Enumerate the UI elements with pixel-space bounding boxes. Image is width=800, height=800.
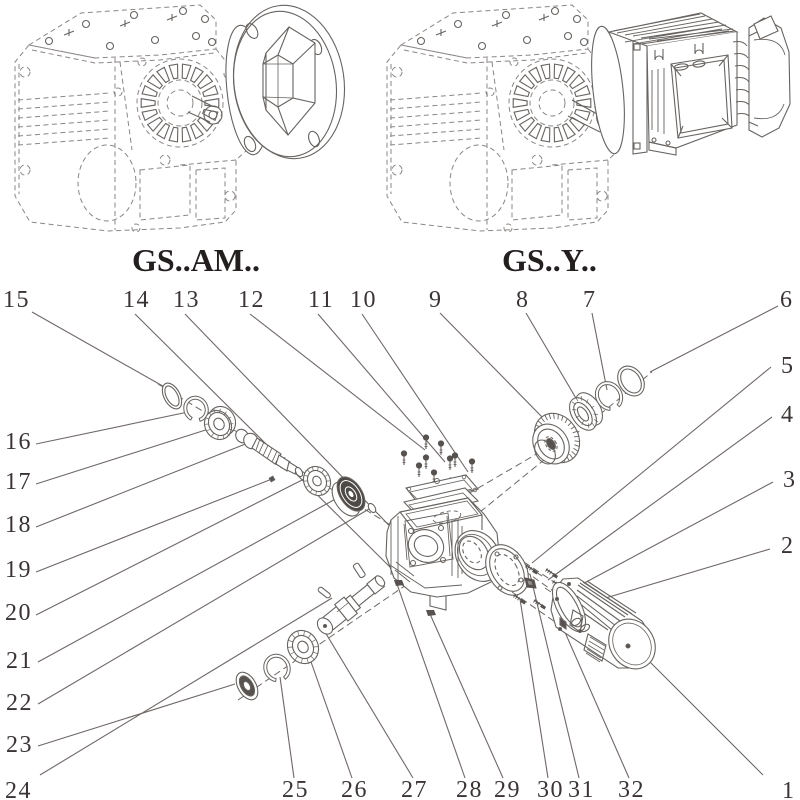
svg-text:1: 1 (782, 778, 796, 800)
svg-text:12: 12 (238, 287, 265, 313)
svg-text:17: 17 (5, 469, 32, 495)
svg-text:11: 11 (308, 287, 334, 313)
svg-text:10: 10 (350, 287, 377, 313)
svg-text:GS..AM..: GS..AM.. (132, 242, 260, 278)
svg-text:7: 7 (583, 287, 597, 313)
svg-text:20: 20 (5, 600, 32, 626)
svg-text:8: 8 (516, 287, 530, 313)
svg-text:6: 6 (780, 287, 794, 313)
svg-text:2: 2 (781, 533, 795, 559)
svg-text:18: 18 (5, 512, 32, 538)
svg-text:21: 21 (6, 648, 33, 674)
svg-text:9: 9 (429, 287, 443, 313)
svg-text:13: 13 (173, 287, 200, 313)
svg-text:4: 4 (781, 402, 795, 428)
svg-text:27: 27 (401, 777, 428, 800)
svg-text:15: 15 (3, 287, 30, 313)
svg-text:14: 14 (123, 287, 150, 313)
svg-text:GS..Y..: GS..Y.. (502, 242, 597, 278)
svg-text:3: 3 (783, 467, 797, 493)
svg-text:5: 5 (781, 353, 795, 379)
svg-text:26: 26 (341, 777, 368, 800)
svg-text:19: 19 (5, 557, 32, 583)
svg-text:30: 30 (537, 777, 564, 800)
svg-text:25: 25 (282, 777, 309, 800)
svg-text:22: 22 (6, 690, 33, 716)
svg-text:31: 31 (568, 777, 595, 800)
svg-text:24: 24 (5, 778, 32, 800)
svg-text:23: 23 (6, 732, 33, 758)
svg-text:29: 29 (494, 777, 521, 800)
svg-text:28: 28 (456, 777, 483, 800)
svg-text:32: 32 (618, 777, 645, 800)
svg-text:16: 16 (5, 429, 32, 455)
